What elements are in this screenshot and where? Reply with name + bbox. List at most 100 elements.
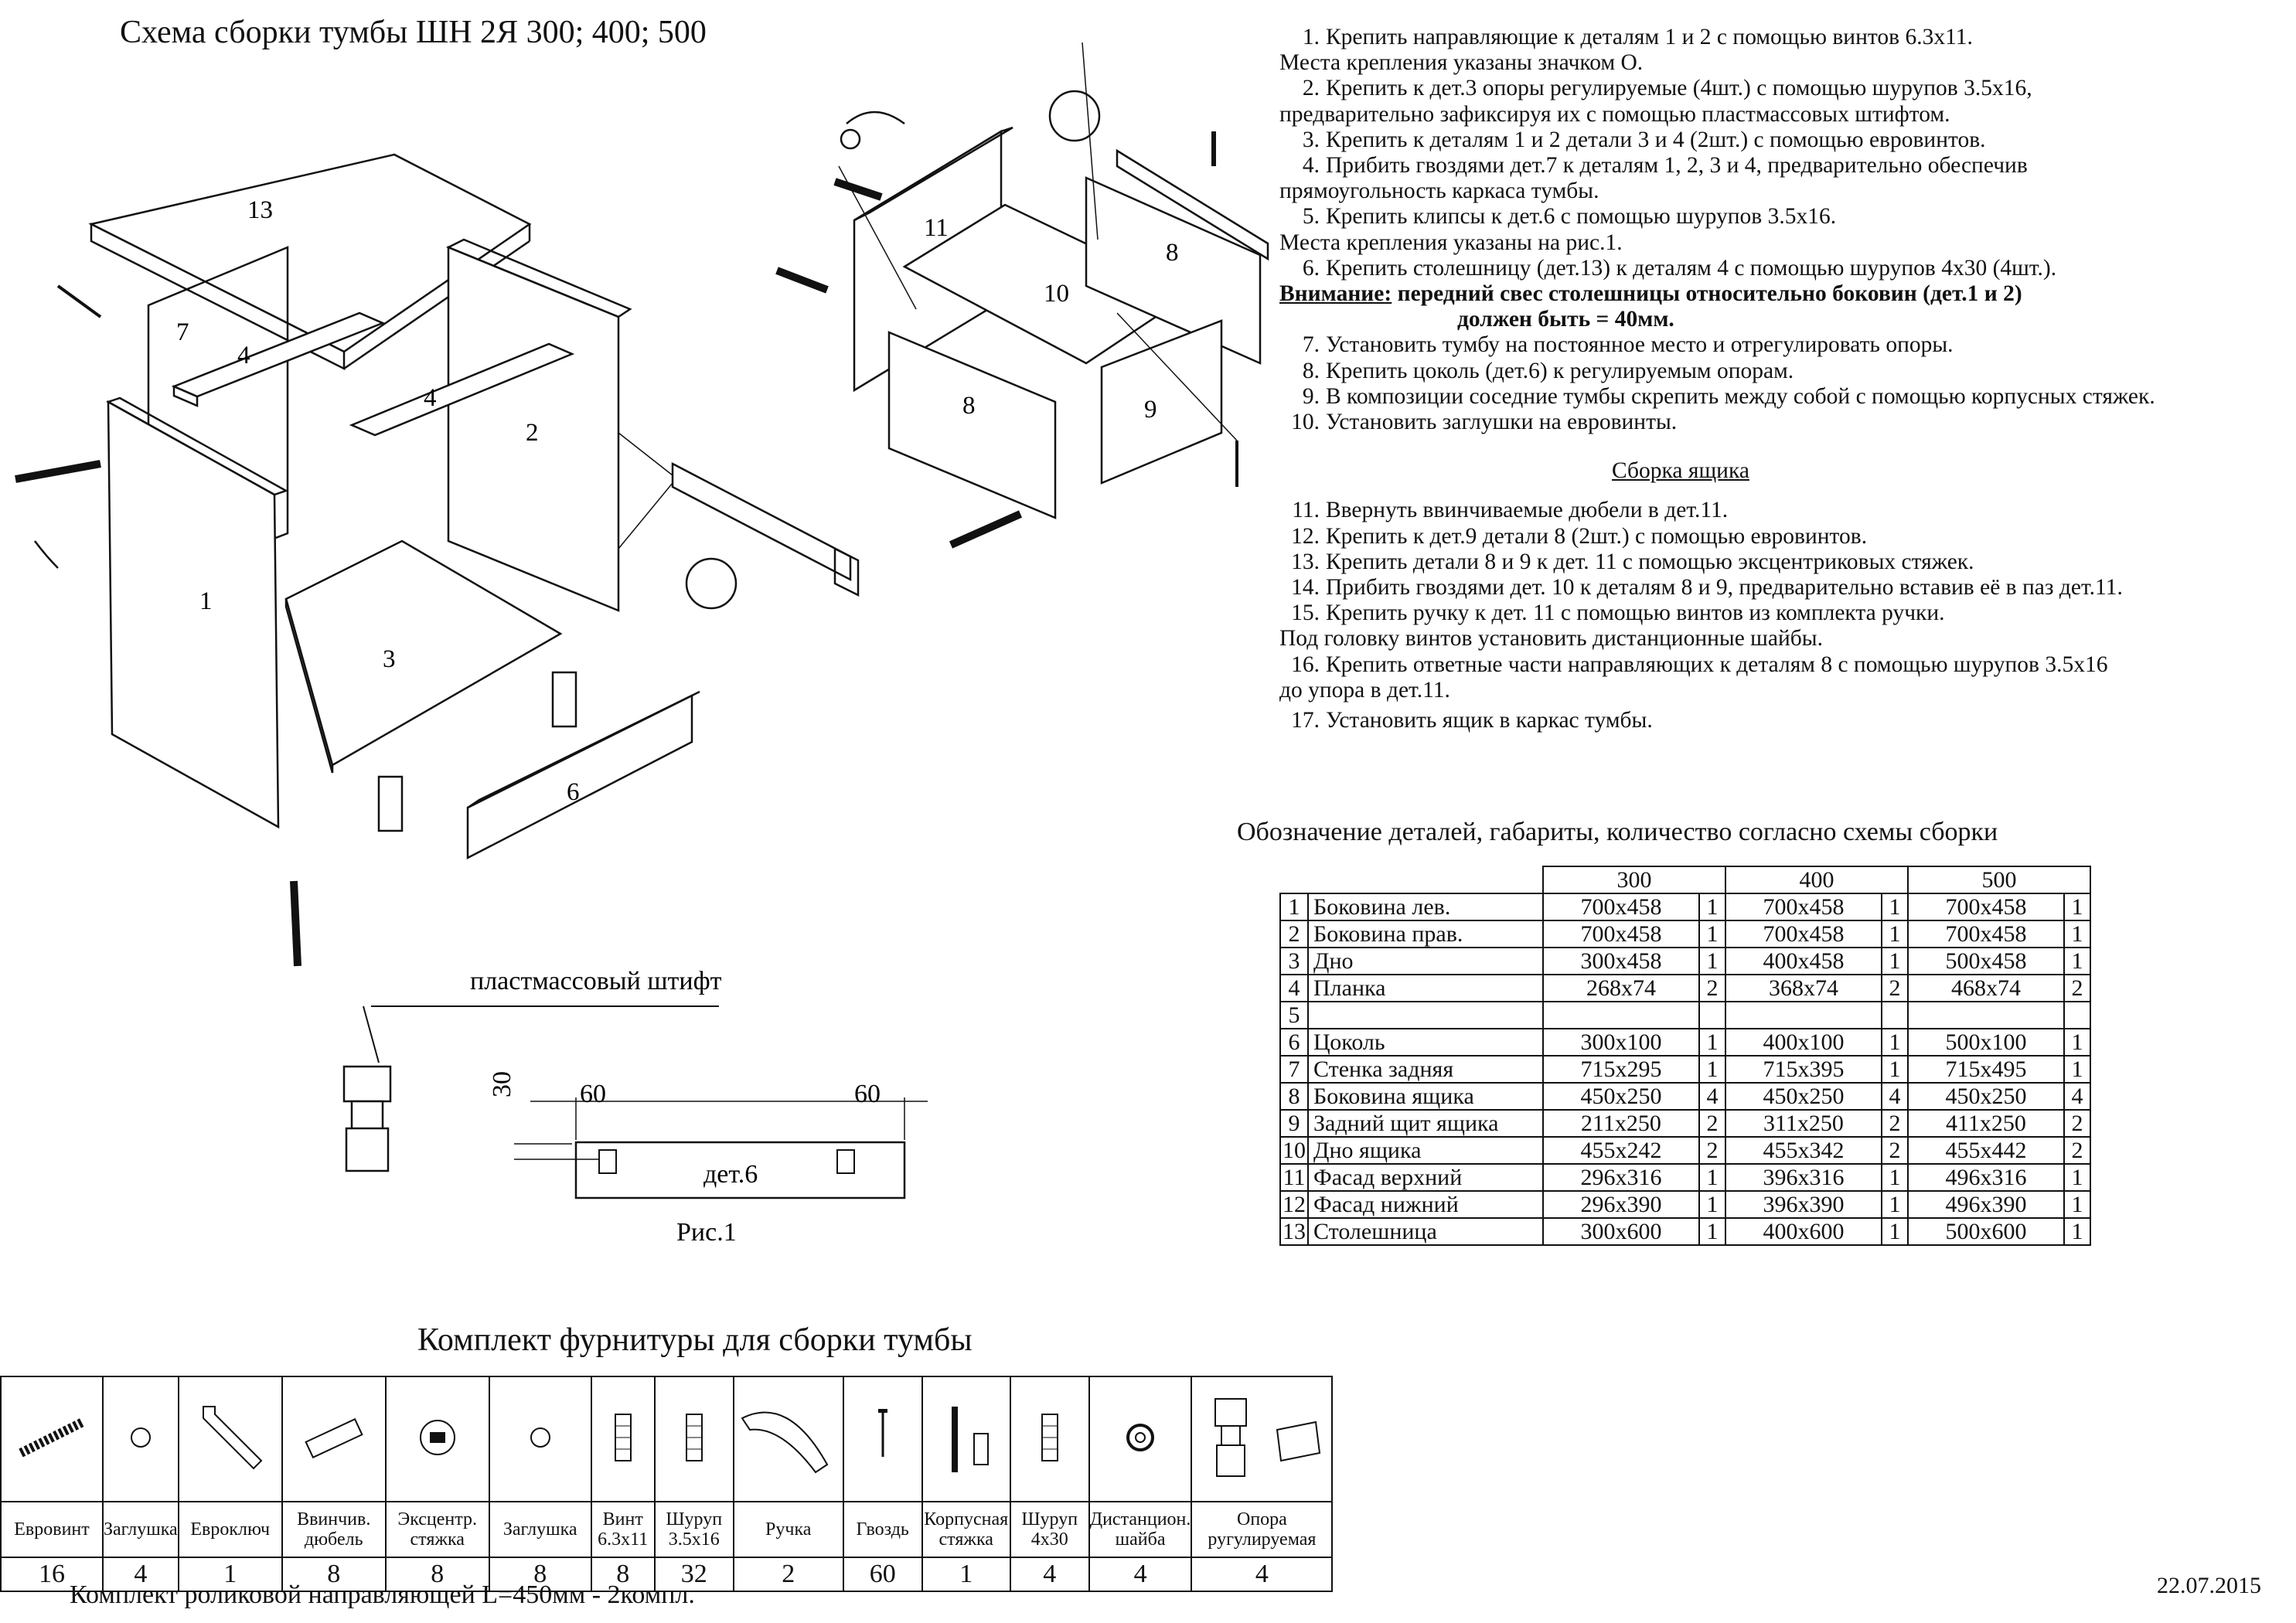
spec-cell-q500: 1: [2063, 1055, 2091, 1084]
drawer-side-8a-shape: [1085, 176, 1262, 365]
spec-cell-d300: 700х458: [1542, 920, 1700, 948]
spec-cell-q300: 1: [1698, 1217, 1726, 1246]
cap-icon: [488, 1376, 592, 1502]
spec-cell-q500: 1: [2063, 1028, 2091, 1056]
spec-cell-d500: 496х390: [1907, 1190, 2065, 1219]
rail-4b-shape: [349, 342, 575, 437]
spec-cell-q500: 1: [2063, 1190, 2091, 1219]
kit-item-name: Ввинчив. дюбель: [281, 1501, 387, 1558]
spec-cell-d300: 296х316: [1542, 1163, 1700, 1192]
spec-cell-d400: [1725, 1001, 1882, 1029]
spec-cell-d500: 500х600: [1907, 1217, 2065, 1246]
spec-cell-d500: 468х74: [1907, 974, 2065, 1002]
step-14: 14.Прибить гвоздями дет. 10 к деталям 8 …: [1291, 575, 2123, 601]
spec-cell-q500: [2063, 1001, 2091, 1029]
step-4: 4.Прибить гвоздями дет.7 к деталям 1, 2,…: [1302, 153, 2028, 179]
part-label-8b: 8: [962, 392, 976, 420]
spec-cell-name: [1307, 1001, 1544, 1029]
spec-cell-d300: 715х295: [1542, 1055, 1700, 1084]
spec-cell-q300: [1698, 1001, 1726, 1029]
step-17: 17.Установить ящик в каркас тумбы.: [1291, 708, 1653, 733]
spec-cell-name: Фасад нижний: [1307, 1190, 1544, 1219]
spec-cell-d300: 450х250: [1542, 1082, 1700, 1111]
spec-cell-q400: 1: [1881, 947, 1909, 975]
spec-cell-q400: 1: [1881, 1217, 1909, 1246]
kit-item-count: 4: [1191, 1557, 1334, 1592]
kit-item-count: 8: [590, 1557, 656, 1592]
spec-cell-name: Цоколь: [1307, 1028, 1544, 1056]
kit-item-count: 16: [0, 1557, 104, 1592]
spec-cell-d500: 700х458: [1907, 920, 2065, 948]
spec-cell-q400: 1: [1881, 893, 1909, 921]
step-5: 5.Крепить клипсы к дет.6 с помощью шуруп…: [1302, 204, 1837, 230]
connector-icon: [921, 1376, 1011, 1502]
spec-cell-q400: 1: [1881, 1163, 1909, 1192]
spec-cell-name: Стенка задняя: [1307, 1055, 1544, 1084]
kit-item-count: 2: [732, 1557, 844, 1592]
kit-item-count: 60: [842, 1557, 923, 1592]
spec-cell-q300: 1: [1698, 1028, 1726, 1056]
spec-cell-d500: 700х458: [1907, 893, 2065, 921]
step-2: 2.Крепить к дет.3 опоры регулируемые (4ш…: [1302, 76, 2032, 101]
date: 22.07.2015: [2157, 1573, 2261, 1598]
part-label-7: 7: [176, 318, 189, 346]
spec-cell-q400: 4: [1881, 1082, 1909, 1111]
spec-cell-d400: 396х316: [1725, 1163, 1882, 1192]
spec-cell-q500: 1: [2063, 1163, 2091, 1192]
kit-item-name: Дистанцион. шайба: [1088, 1501, 1193, 1558]
kit-item-count: 4: [102, 1557, 179, 1592]
nail-icon: [842, 1376, 923, 1502]
spec-cell-d500: 450х250: [1907, 1082, 2065, 1111]
spec-cell-name: Дно: [1307, 947, 1544, 975]
instructions: 1.Крепить направляющие к деталям 1 и 2 с…: [1279, 25, 2292, 733]
kit-item-count: 4: [1009, 1557, 1090, 1592]
spec-cell-d500: 500х100: [1907, 1028, 2065, 1056]
kit-item-name: Евровинт: [0, 1501, 104, 1558]
spec-cell-name: Боковина ящика: [1307, 1082, 1544, 1111]
spec-cell-q300: 2: [1698, 1109, 1726, 1138]
kit-item-count: 8: [488, 1557, 592, 1592]
spec-cell-q400: 2: [1881, 974, 1909, 1002]
kit-item-name: Заглушка: [102, 1501, 179, 1558]
drawer-side-8b-shape: [887, 331, 1057, 519]
part-label-4b: 4: [424, 384, 437, 412]
kit-item-name: Шуруп 3.5х16: [653, 1501, 734, 1558]
spec-cell-d400: 715х395: [1725, 1055, 1882, 1084]
spec-cell-name: Задний щит ящика: [1307, 1109, 1544, 1138]
spec-cell-q400: 1: [1881, 920, 1909, 948]
fig-part-label: дет.6: [703, 1160, 758, 1189]
kit-item-name: Ручка: [732, 1501, 844, 1558]
kit-item-count: 4: [1088, 1557, 1193, 1592]
spec-cell-d300: 296х390: [1542, 1190, 1700, 1219]
step-7: 7.Установить тумбу на постоянное место и…: [1302, 332, 1954, 358]
spec-cell-d500: 455х442: [1907, 1136, 2065, 1165]
spec-cell-d400: 368х74: [1725, 974, 1882, 1002]
spec-cell-q300: 1: [1698, 920, 1726, 948]
dim-30: 30: [488, 1071, 516, 1097]
dim-60-left: 60: [580, 1080, 606, 1108]
spec-cell-q300: 1: [1698, 1055, 1726, 1084]
spec-cell-d400: 455х342: [1725, 1136, 1882, 1165]
panel-3-shape: [284, 539, 563, 767]
kit-item-name: Евроключ: [177, 1501, 283, 1558]
pin-label: пластмассовый штифт: [470, 967, 722, 995]
step-3: 3.Крепить к деталям 1 и 2 детали 3 и 4 (…: [1302, 127, 1986, 152]
spec-cell-d300: 455х242: [1542, 1136, 1700, 1165]
spec-cell-d500: [1907, 1001, 2065, 1029]
part-label-3: 3: [383, 645, 396, 673]
spec-cell-n: 11: [1279, 1163, 1309, 1192]
kit-item-name: Заглушка: [488, 1501, 592, 1558]
spec-cell-n: 12: [1279, 1190, 1309, 1219]
hex-key-icon: [177, 1376, 283, 1502]
